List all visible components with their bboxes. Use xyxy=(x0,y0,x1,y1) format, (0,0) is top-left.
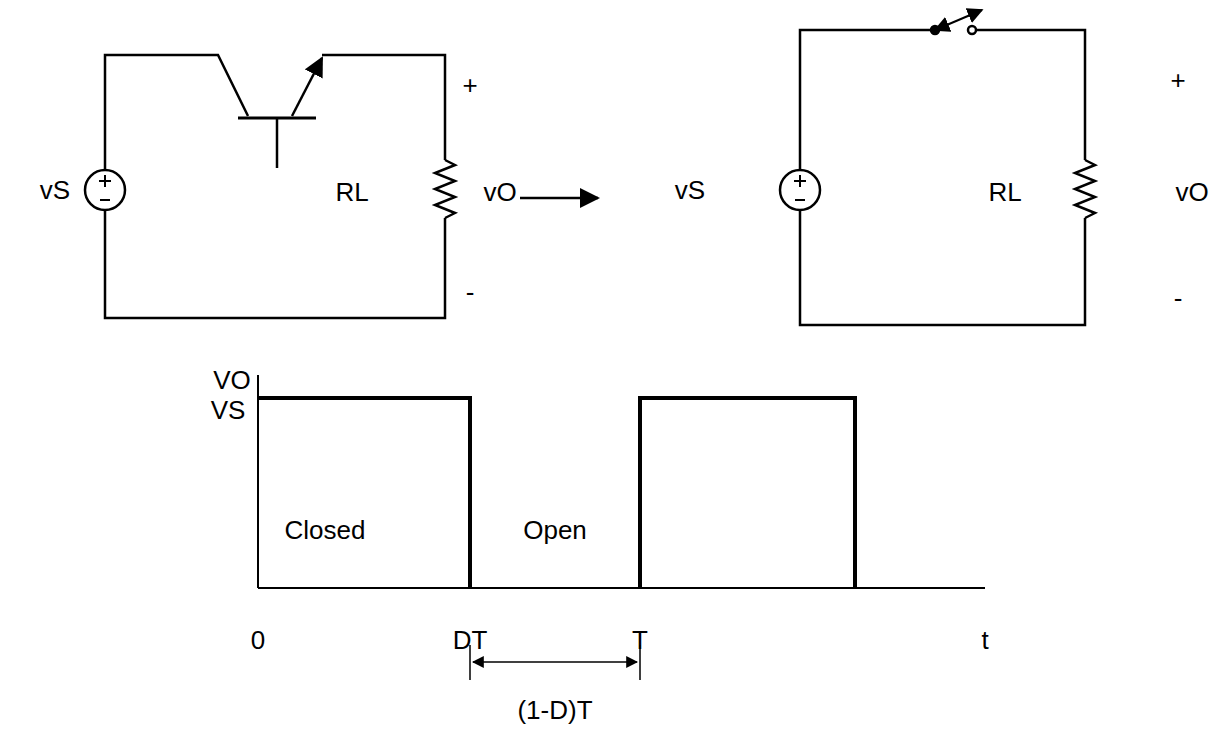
resistor-symbol xyxy=(1075,160,1095,218)
source-polarity xyxy=(794,175,806,200)
wire xyxy=(105,55,248,170)
dimension-arrow xyxy=(473,661,637,663)
source-label: vS xyxy=(675,177,705,203)
level-label: VS xyxy=(211,397,246,423)
base-lead xyxy=(276,118,279,168)
source-polarity xyxy=(99,175,111,200)
tick-label: DT xyxy=(453,627,488,653)
output-label: vO xyxy=(483,179,516,205)
y-axis xyxy=(257,375,259,588)
resistor-label: RL xyxy=(335,179,368,205)
polarity-mark: + xyxy=(1170,67,1185,93)
wire xyxy=(800,30,933,170)
tick-label: 0 xyxy=(251,627,265,653)
source-label: vS xyxy=(40,177,70,203)
wire xyxy=(976,30,1085,160)
dimension-tick xyxy=(470,645,640,680)
state-label: Closed xyxy=(285,517,366,543)
voltage-source-symbol xyxy=(780,170,820,210)
x-axis xyxy=(258,587,985,589)
axis-label: t xyxy=(981,627,988,653)
wire xyxy=(800,210,1085,325)
resistor-label: RL xyxy=(988,179,1021,205)
switch-blade xyxy=(935,10,982,30)
transform-arrow xyxy=(520,197,598,200)
wire xyxy=(105,210,445,318)
switch-contact xyxy=(968,26,976,34)
waveform xyxy=(258,398,855,588)
polarity-mark: + xyxy=(462,72,477,98)
dimension-label: (1-D)T xyxy=(517,697,592,723)
wire xyxy=(322,55,445,160)
polarity-mark: - xyxy=(466,279,475,305)
axis-label: VO xyxy=(213,367,251,393)
polarity-mark: - xyxy=(1174,285,1183,311)
state-label: Open xyxy=(523,517,587,543)
emitter-lead xyxy=(292,58,322,116)
tick-label: T xyxy=(632,627,648,653)
resistor-symbol xyxy=(435,160,455,218)
output-label: vO xyxy=(1175,179,1208,205)
voltage-source-symbol xyxy=(85,170,125,210)
